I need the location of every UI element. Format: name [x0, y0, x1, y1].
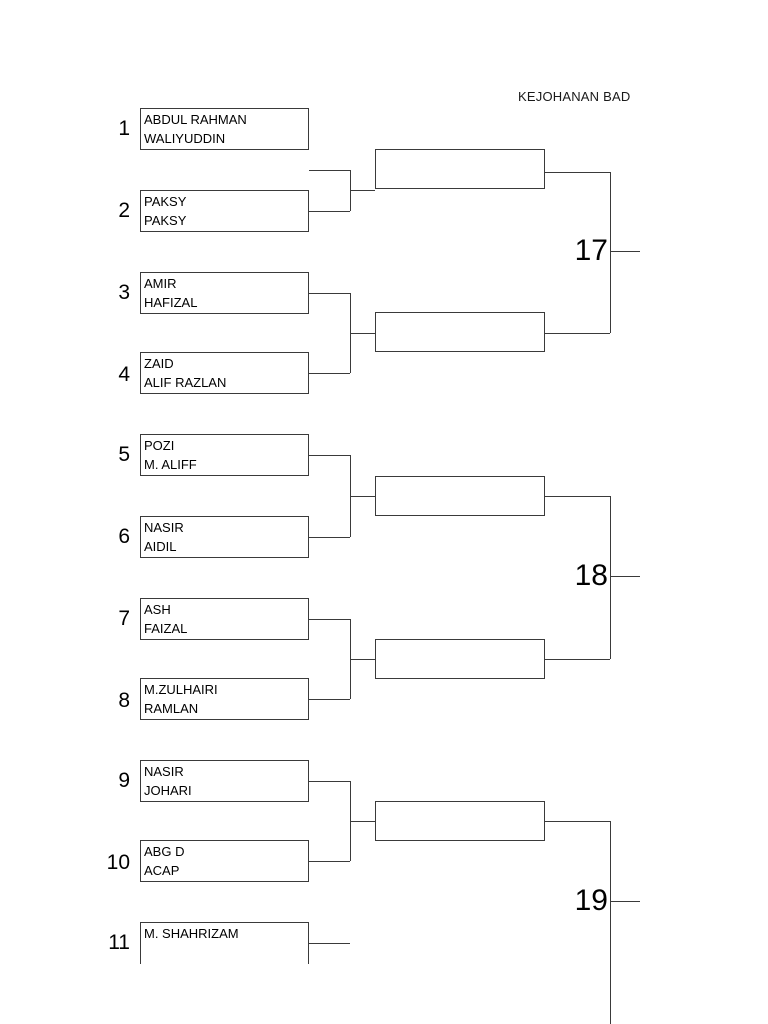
- player-name-line1: M. SHAHRIZAM: [144, 926, 239, 941]
- player-name-line1: ZAID: [144, 356, 174, 371]
- player-name-line1: PAKSY: [144, 194, 187, 209]
- match-box-round2-4[interactable]: [375, 639, 545, 679]
- player-box-8[interactable]: M.ZULHAIRI RAMLAN: [140, 678, 309, 720]
- player-box-11[interactable]: M. SHAHRIZAM: [140, 922, 309, 964]
- connector-h-seed-6: [309, 537, 350, 538]
- connector-v-match-17: [610, 172, 611, 333]
- player-box-4[interactable]: ZAID ALIF RAZLAN: [140, 352, 309, 394]
- seed-number-1: 1: [118, 117, 130, 140]
- player-box-6[interactable]: NASIR AIDIL: [140, 516, 309, 558]
- connector-h-seed-9: [309, 781, 350, 782]
- connector-h-round2-3: [545, 496, 610, 497]
- match-number-18: 18: [574, 559, 608, 592]
- player-name-line1: AMIR: [144, 276, 177, 291]
- seed-number-10: 10: [106, 851, 130, 874]
- match-box-round2-2[interactable]: [375, 312, 545, 352]
- player-name-line2: M. ALIFF: [144, 457, 197, 472]
- player-box-2[interactable]: PAKSY PAKSY: [140, 190, 309, 232]
- connector-h-match-5-out: [350, 821, 375, 822]
- connector-h-match-1-out: [350, 190, 375, 191]
- connector-h-match-18-out: [610, 576, 640, 577]
- seed-number-7: 7: [118, 607, 130, 630]
- seed-number-2: 2: [118, 199, 130, 222]
- player-name-line2: RAMLAN: [144, 701, 199, 716]
- connector-h-match-2-out: [350, 333, 375, 334]
- seed-number-8: 8: [118, 689, 130, 712]
- connector-h-seed-8: [309, 699, 350, 700]
- player-name-line2: JOHARI: [144, 783, 192, 798]
- connector-h-round2-5: [545, 821, 610, 822]
- player-name-line1: ASH: [144, 602, 171, 617]
- connector-h-seed-3: [309, 293, 350, 294]
- seed-number-5: 5: [118, 443, 130, 466]
- connector-h-match-19-out: [610, 901, 640, 902]
- connector-h-seed-2: [309, 211, 350, 212]
- seed-number-4: 4: [118, 363, 130, 386]
- player-name-line1: ABG D: [144, 844, 185, 859]
- match-box-round2-5[interactable]: [375, 801, 545, 841]
- player-name-line2: AIDIL: [144, 539, 177, 554]
- seed-number-6: 6: [118, 525, 130, 548]
- seed-number-3: 3: [118, 281, 130, 304]
- player-name-line1: M.ZULHAIRI: [144, 682, 218, 697]
- connector-h-round2-2: [545, 333, 610, 334]
- connector-h-seed-1: [309, 170, 350, 171]
- player-box-9[interactable]: NASIR JOHARI: [140, 760, 309, 802]
- player-box-5[interactable]: POZI M. ALIFF: [140, 434, 309, 476]
- connector-v-match-18: [610, 496, 611, 659]
- connector-h-match-17-out: [610, 251, 640, 252]
- connector-v-match-19: [610, 821, 611, 1024]
- seed-number-9: 9: [118, 769, 130, 792]
- player-name-line1: NASIR: [144, 520, 184, 535]
- player-box-1[interactable]: ABDUL RAHMAN WALIYUDDIN: [140, 108, 309, 150]
- seed-number-11: 11: [108, 931, 130, 954]
- player-name-line2: PAKSY: [144, 213, 187, 228]
- player-box-10[interactable]: ABG D ACAP: [140, 840, 309, 882]
- player-name-line2: ACAP: [144, 863, 180, 878]
- page-title: KEJOHANAN BAD: [518, 89, 631, 104]
- match-box-round2-3[interactable]: [375, 476, 545, 516]
- match-number-17: 17: [574, 234, 608, 267]
- connector-h-match-4-out: [350, 659, 375, 660]
- player-name-line2: FAIZAL: [144, 621, 188, 636]
- player-name-line2: HAFIZAL: [144, 295, 198, 310]
- player-name-line2: WALIYUDDIN: [144, 131, 226, 146]
- match-box-round2-1[interactable]: [375, 149, 545, 189]
- player-box-3[interactable]: AMIR HAFIZAL: [140, 272, 309, 314]
- connector-h-match-3-out: [350, 496, 375, 497]
- player-name-line1: ABDUL RAHMAN: [144, 112, 247, 127]
- player-name-line2: ALIF RAZLAN: [144, 375, 227, 390]
- match-number-19: 19: [574, 884, 608, 917]
- connector-h-seed-11: [309, 943, 350, 944]
- player-box-7[interactable]: ASH FAIZAL: [140, 598, 309, 640]
- player-name-line1: POZI: [144, 438, 175, 453]
- connector-h-round2-1: [545, 172, 610, 173]
- player-name-line1: NASIR: [144, 764, 184, 779]
- connector-h-seed-4: [309, 373, 350, 374]
- connector-h-seed-5: [309, 455, 350, 456]
- connector-h-seed-10: [309, 861, 350, 862]
- connector-h-round2-4: [545, 659, 610, 660]
- connector-h-seed-7: [309, 619, 350, 620]
